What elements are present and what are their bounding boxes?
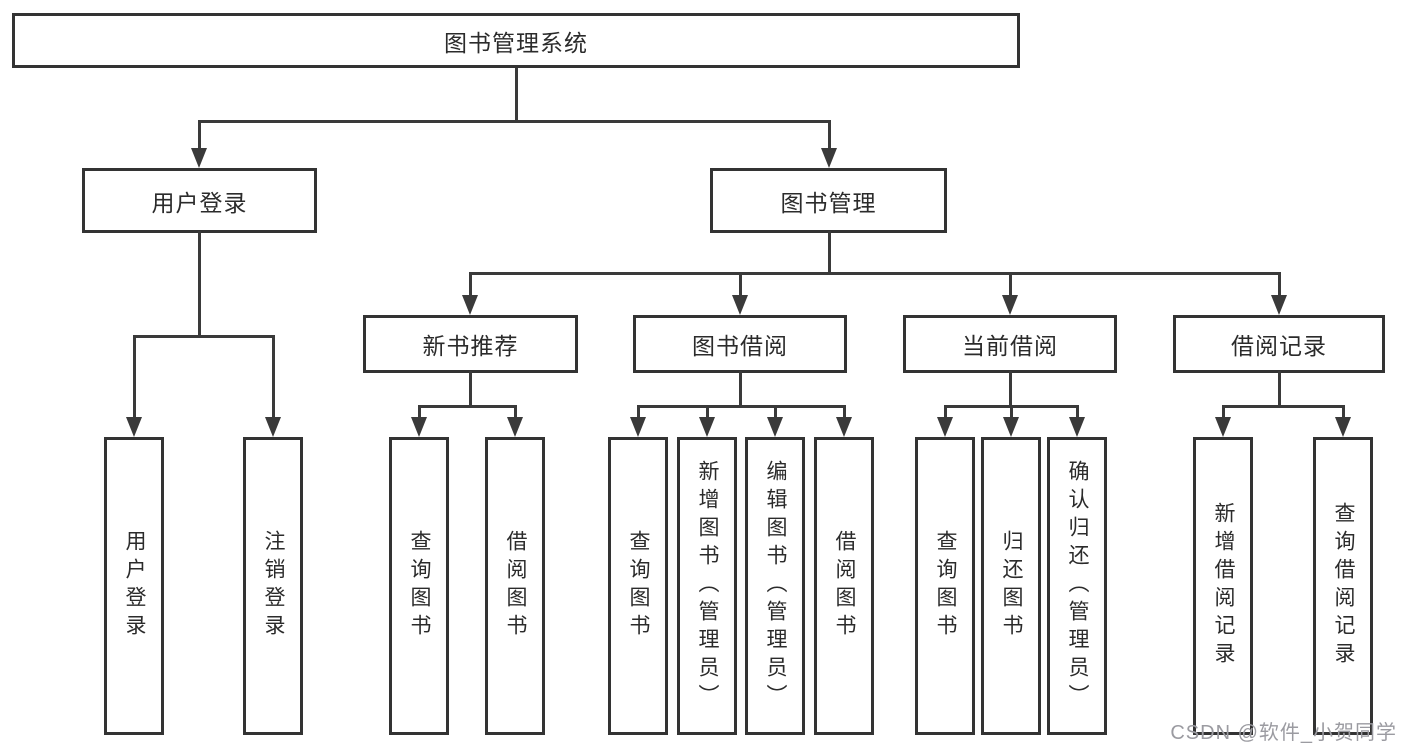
- arrow-down-icon: [507, 417, 523, 437]
- connector-borrow-vline: [739, 371, 742, 408]
- leaf-query-borrow-record: 查询借阅记录: [1313, 437, 1373, 735]
- leaf-logout-label: 注销登录: [262, 530, 285, 642]
- connector-recommend-vline: [469, 371, 472, 408]
- connector-stub: [272, 335, 275, 421]
- connector-stub-login: [198, 120, 201, 152]
- arrow-down-icon: [836, 417, 852, 437]
- connector-login-vline: [198, 231, 201, 338]
- arrow-down-icon: [191, 148, 207, 168]
- node-book-borrow-label: 图书借阅: [692, 333, 788, 359]
- connector-management-vline: [828, 231, 831, 275]
- leaf-confirm-return-admin: 确认归还（管理员）: [1047, 437, 1107, 735]
- connector-stub: [1222, 405, 1225, 421]
- connector-records-hline: [1222, 405, 1345, 408]
- node-current-borrow-label: 当前借阅: [962, 333, 1058, 359]
- connector-stub: [843, 405, 846, 421]
- leaf-borrow-books-recommend: 借阅图书: [485, 437, 545, 735]
- arrow-down-icon: [462, 295, 478, 315]
- connector-stub: [514, 405, 517, 421]
- connector-stub: [1278, 272, 1281, 300]
- leaf-query-books-current: 查询图书: [915, 437, 975, 735]
- arrow-down-icon: [265, 417, 281, 437]
- leaf-borrow-books-recommend-label: 借阅图书: [504, 530, 527, 642]
- leaf-edit-book-admin: 编辑图书（管理员）: [745, 437, 805, 735]
- leaf-add-borrow-record-label: 新增借阅记录: [1212, 502, 1235, 670]
- node-new-book-recommend-label: 新书推荐: [422, 333, 519, 359]
- arrow-down-icon: [1069, 417, 1085, 437]
- connector-level2-hline: [198, 120, 831, 123]
- node-book-borrow: 图书借阅: [633, 315, 847, 373]
- connector-stub: [1342, 405, 1345, 421]
- leaf-query-books-recommend-label: 查询图书: [408, 530, 431, 642]
- node-book-management: 图书管理: [710, 168, 947, 233]
- arrow-down-icon: [1215, 417, 1231, 437]
- leaf-add-book-admin: 新增图书（管理员）: [677, 437, 737, 735]
- csdn-watermark: CSDN @软件_小贺同学: [1170, 722, 1397, 744]
- leaf-add-book-admin-label: 新增图书（管理员）: [696, 460, 719, 712]
- node-user-login-label: 用户登录: [151, 189, 248, 216]
- leaf-query-books-current-label: 查询图书: [934, 530, 957, 642]
- connector-root-vline: [515, 68, 518, 122]
- node-borrow-records: 借阅记录: [1173, 315, 1385, 373]
- connector-recommend-hline: [418, 405, 517, 408]
- connector-stub: [944, 405, 947, 421]
- connector-current-vline: [1009, 371, 1012, 408]
- node-user-login: 用户登录: [82, 168, 317, 233]
- leaf-return-book: 归还图书: [981, 437, 1041, 735]
- connector-stub: [1076, 405, 1079, 421]
- arrow-down-icon: [630, 417, 646, 437]
- arrow-down-icon: [1271, 295, 1287, 315]
- connector-stub: [1010, 405, 1013, 421]
- connector-stub-management: [828, 120, 831, 152]
- connector-login-hline: [133, 335, 275, 338]
- arrow-down-icon: [126, 417, 142, 437]
- leaf-logout: 注销登录: [243, 437, 303, 735]
- node-new-book-recommend: 新书推荐: [363, 315, 578, 373]
- connector-stub: [469, 272, 472, 300]
- connector-stub: [774, 405, 777, 421]
- connector-stub: [1009, 272, 1012, 300]
- leaf-add-borrow-record: 新增借阅记录: [1193, 437, 1253, 735]
- node-root: 图书管理系统: [12, 13, 1020, 68]
- arrow-down-icon: [1002, 295, 1018, 315]
- leaf-edit-book-admin-label: 编辑图书（管理员）: [764, 460, 787, 712]
- leaf-user-login-label: 用户登录: [123, 530, 146, 642]
- leaf-confirm-return-admin-label: 确认归还（管理员）: [1066, 460, 1089, 712]
- connector-borrow-hline: [637, 405, 846, 408]
- arrow-down-icon: [411, 417, 427, 437]
- connector-stub: [739, 272, 742, 300]
- node-book-management-label: 图书管理: [780, 189, 877, 216]
- node-root-label: 图书管理系统: [444, 29, 588, 56]
- leaf-query-borrow-record-label: 查询借阅记录: [1332, 502, 1355, 670]
- leaf-query-books-borrow-label: 查询图书: [627, 530, 650, 642]
- node-borrow-records-label: 借阅记录: [1231, 333, 1327, 359]
- leaf-query-books-recommend: 查询图书: [389, 437, 449, 735]
- connector-stub: [706, 405, 709, 421]
- connector-stub: [133, 335, 136, 421]
- arrow-down-icon: [937, 417, 953, 437]
- leaf-borrow-books-borrow-label: 借阅图书: [833, 530, 856, 642]
- connector-level3-hline: [469, 272, 1281, 275]
- leaf-query-books-borrow: 查询图书: [608, 437, 668, 735]
- leaf-return-book-label: 归还图书: [1000, 530, 1023, 642]
- arrow-down-icon: [1335, 417, 1351, 437]
- arrow-down-icon: [767, 417, 783, 437]
- arrow-down-icon: [1003, 417, 1019, 437]
- arrow-down-icon: [821, 148, 837, 168]
- connector-stub: [637, 405, 640, 421]
- arrow-down-icon: [699, 417, 715, 437]
- arrow-down-icon: [732, 295, 748, 315]
- leaf-borrow-books-borrow: 借阅图书: [814, 437, 874, 735]
- leaf-user-login: 用户登录: [104, 437, 164, 735]
- connector-stub: [418, 405, 421, 421]
- connector-records-vline: [1278, 371, 1281, 408]
- node-current-borrow: 当前借阅: [903, 315, 1117, 373]
